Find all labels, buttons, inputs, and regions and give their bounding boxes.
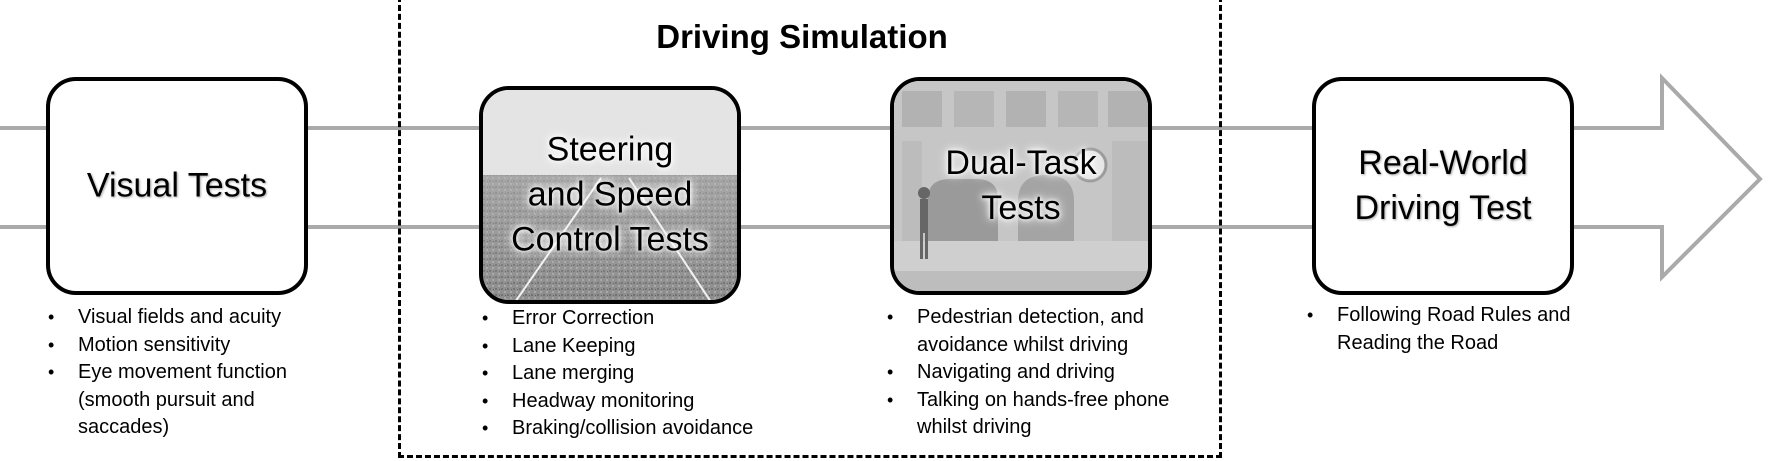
bullet-item: Talking on hands-free phone whilst drivi… (887, 387, 1217, 442)
bullet-item: Navigating and driving (887, 359, 1217, 387)
real-world-driving-test-bullets: Following Road Rules and Reading the Roa… (1307, 302, 1607, 357)
visual-tests-bullets: Visual fields and acuity Motion sensitiv… (48, 304, 348, 442)
visual-tests-box: Visual Tests (46, 77, 308, 295)
steering-speed-tests-box: Steering and Speed Control Tests (479, 86, 741, 304)
bullet-item: Eye movement function (smooth pursuit an… (48, 359, 348, 442)
dual-task-tests-title: Dual-Task Tests (945, 144, 1097, 227)
steering-speed-tests-title: Steering and Speed Control Tests (511, 130, 709, 259)
bullet-item: Lane merging (482, 360, 812, 388)
real-world-driving-test-box: Real-World Driving Test (1312, 77, 1574, 295)
steering-speed-tests-bullets: Error Correction Lane Keeping Lane mergi… (482, 305, 812, 443)
bullet-item: Motion sensitivity (48, 332, 348, 360)
bullet-item: Error Correction (482, 305, 812, 333)
bullet-item: Pedestrian detection, and avoidance whil… (887, 304, 1217, 359)
dual-task-tests-bullets: Pedestrian detection, and avoidance whil… (887, 304, 1217, 442)
bullet-item: Following Road Rules and Reading the Roa… (1307, 302, 1607, 357)
road-image (483, 90, 737, 300)
dual-task-tests-box: Dual-Task Tests (890, 77, 1152, 295)
bullet-item: Lane Keeping (482, 333, 812, 361)
bullet-item: Headway monitoring (482, 388, 812, 416)
bullet-item: Visual fields and acuity (48, 304, 348, 332)
real-world-driving-test-title: Real-World Driving Test (1354, 144, 1532, 227)
driving-simulation-frame (398, 0, 1222, 458)
driving-simulation-title: Driving Simulation (656, 18, 948, 55)
street-image (894, 81, 1148, 291)
bullet-item: Braking/collision avoidance (482, 415, 812, 443)
visual-tests-title: Visual Tests (86, 166, 268, 205)
